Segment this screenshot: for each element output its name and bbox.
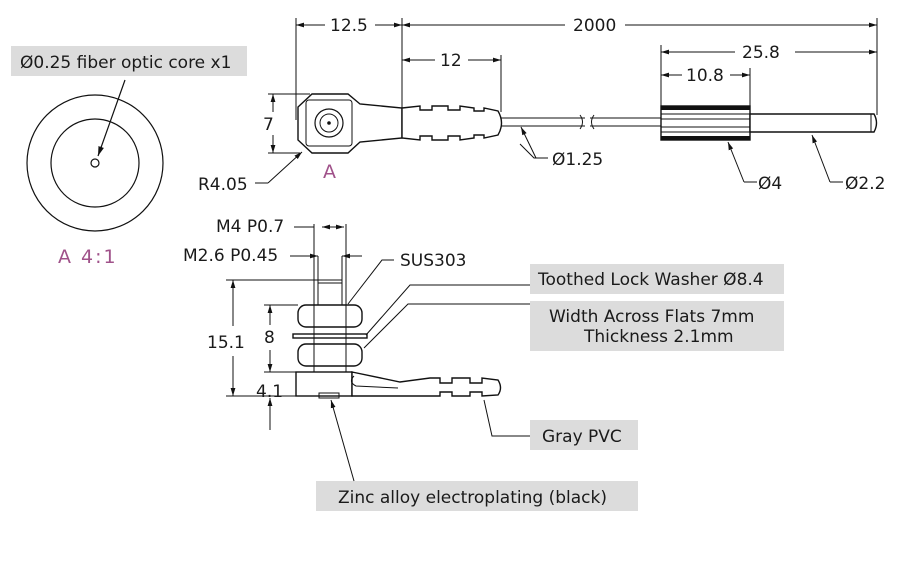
nut-callout-line1: Width Across Flats 7mm <box>549 307 754 327</box>
dim-tip-dia: Ø2.2 <box>845 174 885 194</box>
washer-callout-box <box>530 264 784 294</box>
side-view: M4 P0.7 M2.6 P0.45 15.1 8 <box>183 217 502 430</box>
lock-washer <box>292 333 368 339</box>
knurled-sleeve <box>660 105 751 141</box>
dim-cable-dia: Ø1.25 <box>552 150 603 170</box>
dim-sleeve-length: 10.8 <box>686 66 724 86</box>
dim-boot-length: 12 <box>440 51 462 71</box>
body-callout: Zinc alloy electroplating (black) <box>338 488 607 508</box>
boot-callout-box <box>530 420 638 450</box>
core-label-box <box>11 46 247 76</box>
dim-sleeve-dia: Ø4 <box>758 174 782 194</box>
boot-callout: Gray PVC <box>542 427 622 447</box>
material-stud-label: SUS303 <box>400 251 466 271</box>
gray-pvc-boot-side <box>351 371 502 397</box>
fiber-core-circle <box>90 158 100 168</box>
dim-nut-stack: 8 <box>264 328 275 348</box>
outer-ferrule-circle <box>26 94 164 232</box>
view-marker-a: A <box>323 161 338 183</box>
dim-height: 7 <box>263 115 274 135</box>
view-scale-label: A 4:1 <box>58 246 118 268</box>
nut-callout-box <box>530 301 784 351</box>
core-label: Ø0.25 fiber optic core x1 <box>20 53 231 73</box>
inner-ferrule-circle <box>50 118 140 208</box>
dim-total-height: 15.1 <box>207 333 245 353</box>
dim-radius: R4.05 <box>198 175 248 195</box>
hex-nut-lower <box>297 343 363 367</box>
probe-tip <box>749 113 878 133</box>
washer-callout: Toothed Lock Washer Ø8.4 <box>537 270 764 290</box>
dim-base: 4.1 <box>256 382 283 402</box>
connector-body-side <box>295 371 353 397</box>
dim-total-length: 2000 <box>573 16 616 36</box>
nut-callout-line2: Thickness 2.1mm <box>583 327 734 347</box>
thread-outer-label: M4 P0.7 <box>216 217 284 237</box>
dim-tip-length: 25.8 <box>742 43 780 63</box>
body-callout-box <box>316 481 638 511</box>
hex-nut-upper <box>297 304 363 328</box>
detail-view-a: Ø0.25 fiber optic core x1 A 4:1 <box>11 46 247 268</box>
core-leader <box>97 79 126 157</box>
connector-head <box>297 93 403 154</box>
gray-pvc-boot-top <box>401 105 503 141</box>
top-view: 12.5 2000 12 25.8 10.8 7 <box>198 16 885 195</box>
callouts: Toothed Lock Washer Ø8.4 Width Across Fl… <box>316 264 784 511</box>
dim-head-length: 12.5 <box>330 16 368 36</box>
thread-inner-label: M2.6 P0.45 <box>183 246 278 266</box>
